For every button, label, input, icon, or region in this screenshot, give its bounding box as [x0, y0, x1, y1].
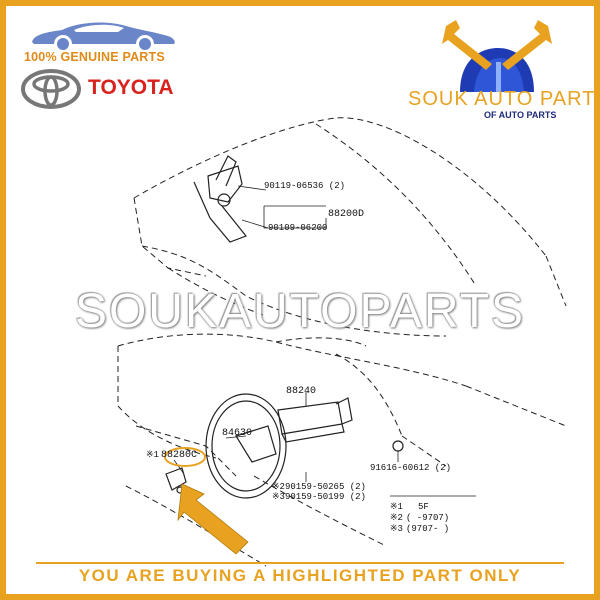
legend-mark-3: ※3: [390, 524, 403, 534]
toyota-brand-text: TOYOTA: [88, 76, 174, 99]
legend-mark-2: ※2: [390, 513, 403, 523]
part-label-90159-50265: ※290159-50265 (2): [272, 482, 366, 492]
highlight-circle: [164, 447, 206, 467]
pointer-arrow-icon: [177, 483, 249, 555]
part-label-90119: 90119-06536 (2): [264, 181, 346, 191]
part-label-88280c: 88280C: [161, 450, 198, 461]
part-label-88200d: 88200D: [328, 209, 365, 220]
genuine-parts-label: 100% GENUINE PARTS: [24, 50, 165, 64]
parts-diagram: [117, 117, 567, 567]
part-mark-88280c: ※1: [146, 450, 159, 460]
souk-brand-name: SOUK AUTO PARTS: [408, 88, 600, 110]
wrench-crossed-icon: [442, 20, 552, 92]
souk-brand-subtitle: OF AUTO PARTS: [484, 110, 557, 120]
legend-mark-1: ※1: [390, 502, 403, 512]
legend-text-2: ( -9707): [406, 513, 450, 523]
part-label-90109: 90109-06200: [268, 223, 328, 233]
part-label-88240: 88240: [286, 386, 317, 397]
footer-notice: YOU ARE BUYING A HIGHLIGHTED PART ONLY: [78, 566, 522, 585]
part-label-91616: 91616-60612 (2): [370, 463, 452, 473]
car-silhouette-icon: [32, 22, 175, 50]
footer-divider: [36, 562, 564, 564]
part-label-84630: 84630: [222, 428, 253, 439]
legend-text-3: (9707- ): [406, 524, 450, 534]
watermark-text: SOUKAUTOPARTS: [74, 285, 526, 338]
part-label-90159-50199: ※390159-50199 (2): [272, 492, 366, 502]
toyota-emblem-icon: [21, 69, 81, 109]
legend-text-1: 5F: [418, 502, 429, 512]
